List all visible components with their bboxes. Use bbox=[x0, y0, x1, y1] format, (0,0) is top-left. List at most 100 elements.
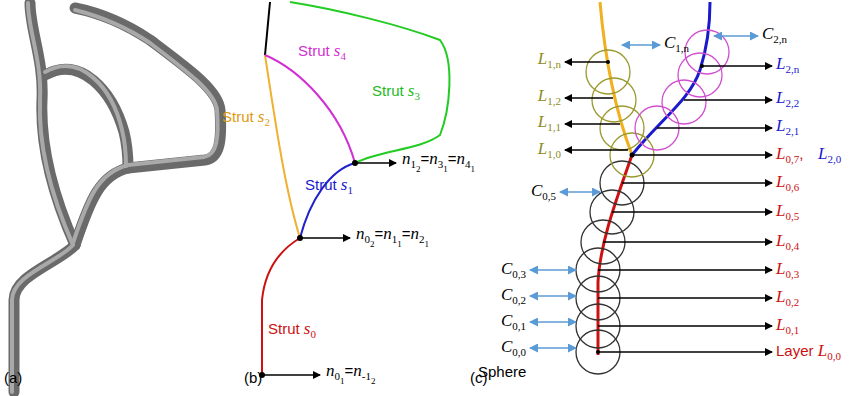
label-part: = bbox=[421, 150, 430, 167]
label-part: 0 bbox=[310, 328, 316, 340]
label-part: 2 bbox=[371, 376, 376, 386]
label-part: 3 bbox=[414, 90, 420, 102]
label-part: L bbox=[538, 112, 547, 131]
label-part: L bbox=[776, 287, 785, 306]
label-part: 1 bbox=[471, 164, 476, 174]
figure-label: n02=n11=n21 bbox=[356, 224, 429, 250]
label-part: s bbox=[304, 319, 311, 338]
label-part: 0,7 bbox=[785, 153, 799, 165]
label-part: 1 bbox=[392, 233, 398, 245]
label-part: L bbox=[538, 86, 547, 105]
label-part: s bbox=[334, 41, 341, 60]
label-part: n bbox=[457, 149, 466, 168]
figure-label: C0,5 bbox=[531, 181, 556, 203]
label-part: 2,n bbox=[773, 33, 787, 45]
label-part: 2 bbox=[370, 239, 375, 249]
label-part: 0,1 bbox=[512, 320, 526, 332]
label-part: 0,2 bbox=[785, 296, 799, 308]
label-part: s bbox=[341, 175, 348, 194]
label-part: 1 bbox=[411, 158, 417, 170]
label-part: C bbox=[501, 311, 512, 330]
figure-label: Strut s2 bbox=[222, 107, 270, 129]
figure-label: L0,5 bbox=[776, 201, 799, 223]
label-part: 2 bbox=[416, 164, 421, 174]
label-part: C bbox=[501, 337, 512, 356]
label-part: C bbox=[762, 24, 773, 43]
label-part: L bbox=[818, 341, 827, 360]
label-part: 1 bbox=[443, 164, 448, 174]
label-part: 3 bbox=[438, 158, 444, 170]
figure-label: L1,1 bbox=[538, 112, 561, 134]
figure-label: C2,n bbox=[762, 24, 787, 46]
label-part: 2 bbox=[419, 233, 425, 245]
figure-label: L0,2 bbox=[776, 287, 799, 309]
label-part: -1 bbox=[362, 370, 371, 382]
label-part: 0,1 bbox=[785, 324, 799, 336]
label-part: L bbox=[776, 144, 785, 163]
label-part: 2,2 bbox=[785, 97, 799, 109]
label-part: L bbox=[776, 88, 785, 107]
figure-label: (b) bbox=[244, 369, 262, 387]
figure-label: L0,3 bbox=[776, 259, 799, 281]
label-part: = bbox=[345, 362, 354, 379]
label-part: 1,2 bbox=[547, 95, 561, 107]
figure-label: n12=n31=n41 bbox=[402, 149, 475, 175]
label-part: Strut bbox=[372, 82, 408, 99]
label-part: Layer bbox=[776, 342, 818, 359]
label-part: 0 bbox=[365, 233, 371, 245]
label-part: L bbox=[776, 315, 785, 334]
label-part: 0,6 bbox=[785, 181, 799, 193]
label-part: 0,3 bbox=[785, 268, 799, 280]
figure-label: L1,2 bbox=[538, 86, 561, 108]
figure-label: C1,n bbox=[664, 33, 689, 55]
tube-render bbox=[12, 3, 221, 392]
layer-dots bbox=[596, 60, 704, 354]
label-part: 1 bbox=[425, 239, 430, 249]
label-part: = bbox=[402, 225, 411, 242]
label-part: L bbox=[776, 172, 785, 191]
label-part: 4 bbox=[340, 50, 346, 62]
label-part: n bbox=[383, 224, 392, 243]
label-part: 2,0 bbox=[827, 153, 841, 165]
label-part: 1,n bbox=[547, 58, 561, 70]
figure-label: L0,4 bbox=[776, 231, 799, 253]
sphere-circles bbox=[576, 30, 729, 374]
label-part: 0,0 bbox=[512, 346, 526, 358]
figure-label: L0,7, bbox=[776, 144, 803, 166]
label-part: s bbox=[258, 107, 265, 126]
figure-label: C0,0 bbox=[501, 337, 526, 359]
label-part: 0,4 bbox=[785, 240, 799, 252]
label-part: (b) bbox=[244, 369, 262, 386]
label-part: L bbox=[538, 49, 547, 68]
figure-label: Layer L0,0 bbox=[776, 341, 841, 363]
layer-curves bbox=[598, 2, 710, 355]
figure-label: L2,0 bbox=[818, 144, 841, 166]
label-part: L bbox=[818, 144, 827, 163]
label-part: 0,5 bbox=[542, 190, 556, 202]
label-part: 4 bbox=[465, 158, 471, 170]
label-part: 2,n bbox=[785, 63, 799, 75]
figure-label: L0,1 bbox=[776, 315, 799, 337]
label-part: L bbox=[776, 54, 785, 73]
label-part: 1,0 bbox=[547, 148, 561, 160]
node-dots bbox=[259, 160, 358, 378]
label-part: 0 bbox=[335, 370, 341, 382]
label-part: 2 bbox=[264, 116, 270, 128]
label-part: n bbox=[326, 361, 335, 380]
label-part: C bbox=[501, 259, 512, 278]
figure-label: Strut s3 bbox=[372, 81, 420, 103]
figure-label: L2,1 bbox=[776, 116, 799, 138]
label-part: 1 bbox=[347, 184, 353, 196]
label-part: Sphere bbox=[478, 363, 526, 380]
label-part: C bbox=[531, 181, 542, 200]
figure-label: L1,0 bbox=[538, 139, 561, 161]
label-part: 2,1 bbox=[785, 125, 799, 137]
label-part: , bbox=[799, 145, 803, 162]
label-part: C bbox=[501, 285, 512, 304]
label-part: 0,3 bbox=[512, 268, 526, 280]
figure-label: n01=n-12 bbox=[326, 361, 375, 387]
label-part: L bbox=[538, 139, 547, 158]
figure-label: Strut s0 bbox=[268, 319, 316, 341]
figure-label: C0,2 bbox=[501, 285, 526, 307]
